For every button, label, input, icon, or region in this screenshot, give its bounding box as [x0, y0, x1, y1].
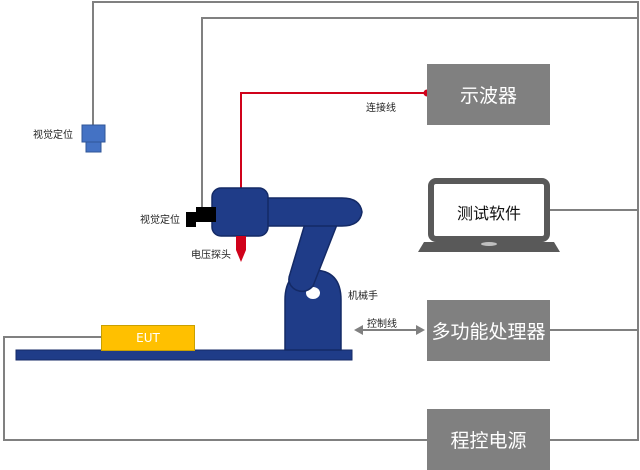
power-supply-box: 程控电源	[427, 409, 550, 470]
arm-camera-wire	[201, 17, 638, 207]
power-wire	[3, 336, 427, 441]
top-camera-wire	[92, 1, 639, 441]
vision-top-label: 视觉定位	[33, 130, 73, 141]
oscilloscope-box: 示波器	[427, 64, 550, 125]
probe-label: 电压探头	[191, 250, 231, 261]
robot-arm-label: 机械手	[348, 291, 378, 302]
processor-label: 多功能处理器	[431, 321, 546, 343]
test-software-label: 测试软件	[456, 204, 521, 223]
processor-box: 多功能处理器	[427, 300, 550, 361]
robot-arm-icon	[211, 187, 363, 351]
eut-label: EUT	[136, 331, 160, 345]
probe-icon	[236, 236, 246, 262]
work-table	[15, 349, 353, 361]
control-line-label: 控制线	[367, 319, 397, 330]
eut-block: EUT	[101, 325, 195, 351]
arm-camera-block	[186, 207, 216, 227]
connection-line-label: 连接线	[366, 103, 396, 114]
laptop-icon	[418, 178, 560, 252]
power-supply-label: 程控电源	[450, 430, 527, 452]
vision-arm-label: 视觉定位	[140, 215, 180, 226]
double-arrow-icon	[354, 325, 425, 335]
wiring	[3, 1, 639, 441]
camera-icon	[81, 124, 106, 153]
oscilloscope-label: 示波器	[459, 85, 517, 107]
